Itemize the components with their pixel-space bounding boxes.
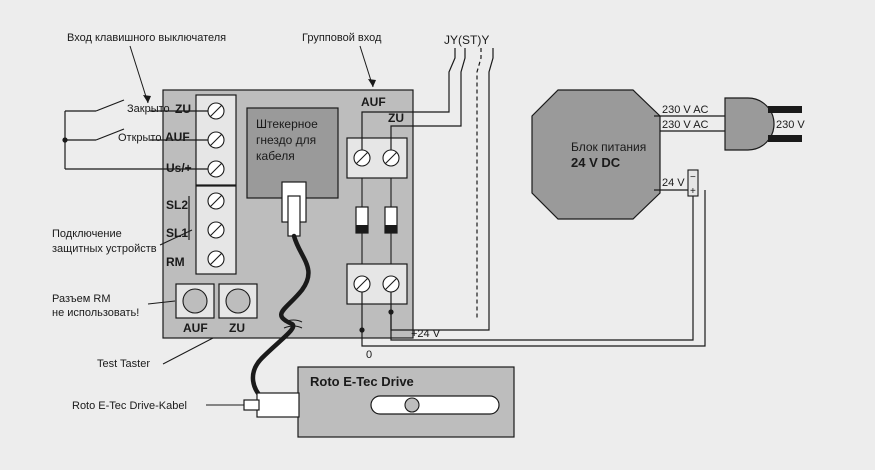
terminal-block-group-input (346, 137, 408, 179)
dc-output-connector (687, 169, 699, 197)
label-auf: AUF (165, 130, 190, 144)
mains-plug (724, 97, 802, 151)
cable-plug (281, 181, 307, 237)
label-rm-note-1: Разъем RM (52, 293, 111, 305)
drive-connector (243, 392, 300, 418)
test-button-zu[interactable] (218, 283, 258, 319)
drive-cable-break (283, 319, 303, 329)
terminal-block-power (346, 263, 408, 305)
switch-wiring (64, 99, 208, 170)
leader-arrow-group (368, 79, 376, 87)
label-zero: 0 (366, 349, 372, 361)
label-protection-1: Подключение (52, 228, 122, 240)
fuse-right (384, 178, 398, 264)
terminal-screw-auf (207, 131, 225, 149)
label-sl1: SL1 (166, 226, 188, 240)
terminal-screw-us (207, 160, 225, 178)
terminal-screw-sl2 (207, 192, 225, 210)
test-button-auf-label: AUF (183, 321, 208, 335)
label-cable: Roto E-Tec Drive-Kabel (72, 400, 187, 412)
terminal-block-switch (195, 94, 237, 186)
label-protection-2: защитных устройств (52, 243, 157, 255)
label-rm-note-2: не использовать! (52, 307, 139, 319)
label-us: Us/+ (166, 161, 192, 175)
drive-slot (370, 395, 500, 415)
terminal-block-safety (195, 185, 237, 275)
junction-dot-0 (359, 327, 365, 333)
terminal-screw-power-24v (382, 275, 400, 293)
label-closed: Закрыто (127, 103, 170, 115)
label-opened: Открыто (118, 132, 161, 144)
terminal-screw-rm (207, 250, 225, 268)
label-plus: + (690, 186, 696, 197)
label-rm: RM (166, 255, 185, 269)
psu-label-1: Блок питания (571, 140, 646, 154)
label-zu: ZU (175, 102, 191, 116)
drive-title: Roto E-Tec Drive (310, 374, 414, 389)
power-wiring (361, 178, 706, 347)
terminal-screw-sl1 (207, 221, 225, 239)
label-24v: 24 V (662, 177, 685, 189)
socket-label-2: гнездо для (256, 133, 316, 147)
drive-cable (250, 233, 311, 401)
test-button-zu-label: ZU (229, 321, 245, 335)
label-plus-24v: +24 V (411, 328, 441, 340)
power-supply-unit (531, 89, 661, 220)
label-test-taster: Test Taster (97, 358, 150, 370)
label-plug-230v: 230 V (776, 119, 805, 131)
terminal-zu-label: ZU (388, 111, 404, 125)
label-minus: − (690, 172, 696, 183)
socket-label-1: Штекерное (256, 117, 318, 131)
ac-wiring (654, 115, 725, 132)
label-jy-st-y: JY(ST)Y (444, 33, 489, 47)
label-ac-1: 230 V AC (662, 104, 709, 116)
test-button-auf[interactable] (175, 283, 215, 319)
label-sl2: SL2 (166, 198, 188, 212)
terminal-screw-group-auf (353, 149, 371, 167)
socket-label-3: кабеля (256, 149, 295, 163)
leader-lines (129, 45, 374, 406)
drive-slot-knob (404, 397, 420, 413)
psu-label-2: 24 V DC (571, 155, 621, 170)
junction-dot-24 (388, 309, 394, 315)
label-group-input: Групповой вход (302, 32, 382, 44)
terminal-screw-zu (207, 102, 225, 120)
terminal-auf-label: AUF (361, 95, 386, 109)
terminal-screw-group-zu (382, 149, 400, 167)
junction-dot-common (62, 137, 68, 143)
group-input-wire-dashed (476, 48, 482, 320)
label-switch-input: Вход клавишного выключателя (67, 32, 226, 44)
fuse-left (355, 178, 369, 264)
leader-arrow-switch (143, 95, 151, 103)
terminal-screw-power-0 (353, 275, 371, 293)
label-ac-2: 230 V AC (662, 119, 709, 131)
